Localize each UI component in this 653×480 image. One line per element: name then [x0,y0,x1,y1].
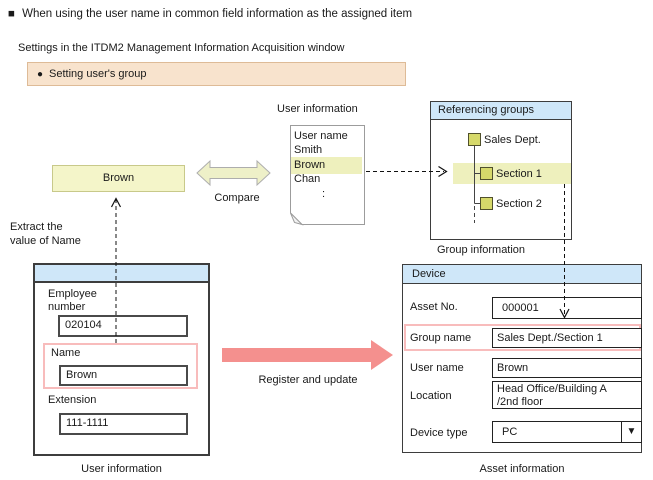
location-value-line2: /2nd floor [497,395,543,408]
location-label: Location [410,390,452,402]
extract-note: Extract the value of Name [10,221,81,248]
user-name-field[interactable]: Brown [492,358,642,378]
group-node-label: Sales Dept. [484,134,541,146]
user-name-label: User name [410,362,464,374]
user-form-caption: User information [81,463,162,475]
page-heading: ■ When using the user name in common fie… [8,8,412,21]
device-type-dropdown-button[interactable]: ▼ [621,422,641,442]
location-value-line1: Head Office/Building A [497,383,607,395]
group-name-field[interactable]: Sales Dept./Section 1 [492,328,642,348]
circle-bullet-icon: ● [37,68,44,80]
register-arrow-icon [222,340,393,370]
user-list-row: Smith [294,144,323,156]
extract-note-line2: value of Name [10,234,81,247]
extract-arrowhead-icon [110,197,122,208]
group-node-icon [468,133,481,146]
device-type-label: Device type [410,427,468,439]
compare-label: Compare [214,192,260,204]
group-node-icon [480,167,493,180]
setting-group-label: Setting user's group [49,68,147,80]
group-info-caption: Group information [437,244,526,256]
user-list-row: Chan [294,173,321,185]
extract-note-line1: Extract the [10,221,63,233]
asset-no-label: Asset No. [410,301,458,313]
setting-group-box: ● Setting user's group [27,62,406,86]
group-node-label: Section 1 [496,168,542,180]
group-name-label: Group name [410,332,472,344]
asset-info-caption: Asset information [479,463,565,475]
compare-arrow-icon [196,159,271,187]
group-node-label: Section 2 [496,198,542,210]
referencing-groups-titlebar: Referencing groups [431,102,571,120]
page-heading-text: When using the user name in common field… [22,8,413,20]
settings-caption: Settings in the ITDM2 Management Informa… [18,42,345,54]
user-form-titlebar [35,265,208,283]
document-fold-icon [290,212,304,226]
extension-label: Extension [48,394,97,406]
location-field[interactable]: Head Office/Building A /2nd floor [492,381,642,409]
device-titlebar: Device [403,265,641,284]
asset-no-field[interactable]: 000001 [492,297,642,319]
extension-field[interactable]: 111-1111 [59,413,188,435]
device-type-field[interactable]: PC ▼ [492,421,642,443]
device-type-value: PC [502,426,518,438]
name-field[interactable]: Brown [59,365,188,386]
user-list-row: User name [294,130,348,142]
register-label: Register and update [258,374,358,386]
user-list-row-highlight [291,157,362,174]
name-highlight-outline [43,343,198,389]
user-list-row: Brown [294,159,326,171]
dropdown-arrow-icon: ▼ [626,426,637,437]
user-list-row: : [322,188,326,200]
group-node-icon [480,197,493,210]
employee-number-field[interactable]: 020104 [58,315,188,337]
employee-number-label: Employee number [48,288,97,313]
name-label: Name [51,347,81,359]
extracted-value-box: Brown [52,165,185,192]
square-bullet-icon: ■ [8,8,15,20]
user-list-title: User information [277,103,358,115]
